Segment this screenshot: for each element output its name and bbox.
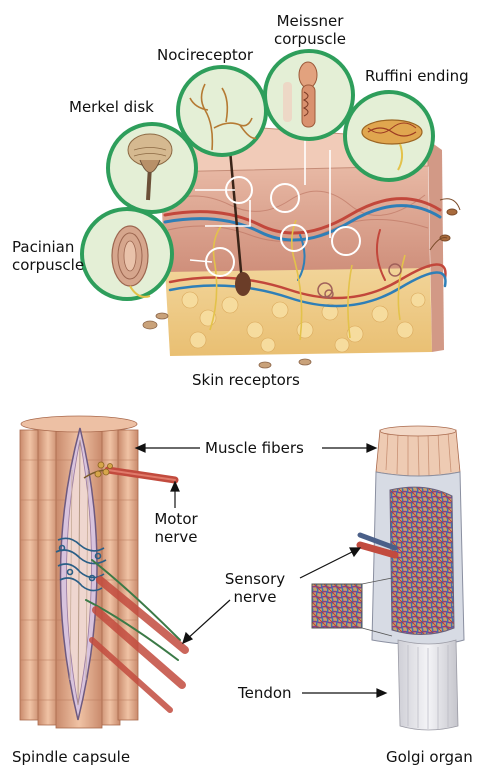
nociceptor-callout bbox=[178, 67, 266, 155]
skin-receptors-caption: Skin receptors bbox=[192, 371, 300, 389]
label-motor-nerve: Motor nerve bbox=[148, 510, 204, 546]
meissner-callout bbox=[265, 51, 353, 139]
label-ruffini-ending: Ruffini ending bbox=[365, 67, 469, 85]
label-tendon: Tendon bbox=[238, 684, 292, 702]
muscle-spindle-diagram bbox=[20, 416, 185, 728]
merkel-callout bbox=[108, 124, 196, 212]
golgi-tendon-diagram bbox=[312, 426, 464, 730]
label-meissner-corpuscle: Meissner corpuscle bbox=[270, 12, 350, 48]
spindle-capsule-caption: Spindle capsule bbox=[12, 748, 130, 766]
golgi-organ-caption: Golgi organ bbox=[386, 748, 473, 766]
pacinian-callout bbox=[82, 209, 172, 299]
label-pacinian-corpuscle: Pacinian corpuscle bbox=[12, 238, 84, 274]
golgi-zoom-box bbox=[312, 584, 362, 628]
label-sensory-nerve: Sensory nerve bbox=[218, 570, 292, 606]
label-merkel-disk: Merkel disk bbox=[69, 98, 154, 116]
golgi-collagen-weave bbox=[390, 487, 454, 634]
ruffini-callout bbox=[345, 92, 433, 180]
label-nociceptor: Nocireceptor bbox=[157, 46, 253, 64]
label-muscle-fibers: Muscle fibers bbox=[205, 439, 304, 457]
